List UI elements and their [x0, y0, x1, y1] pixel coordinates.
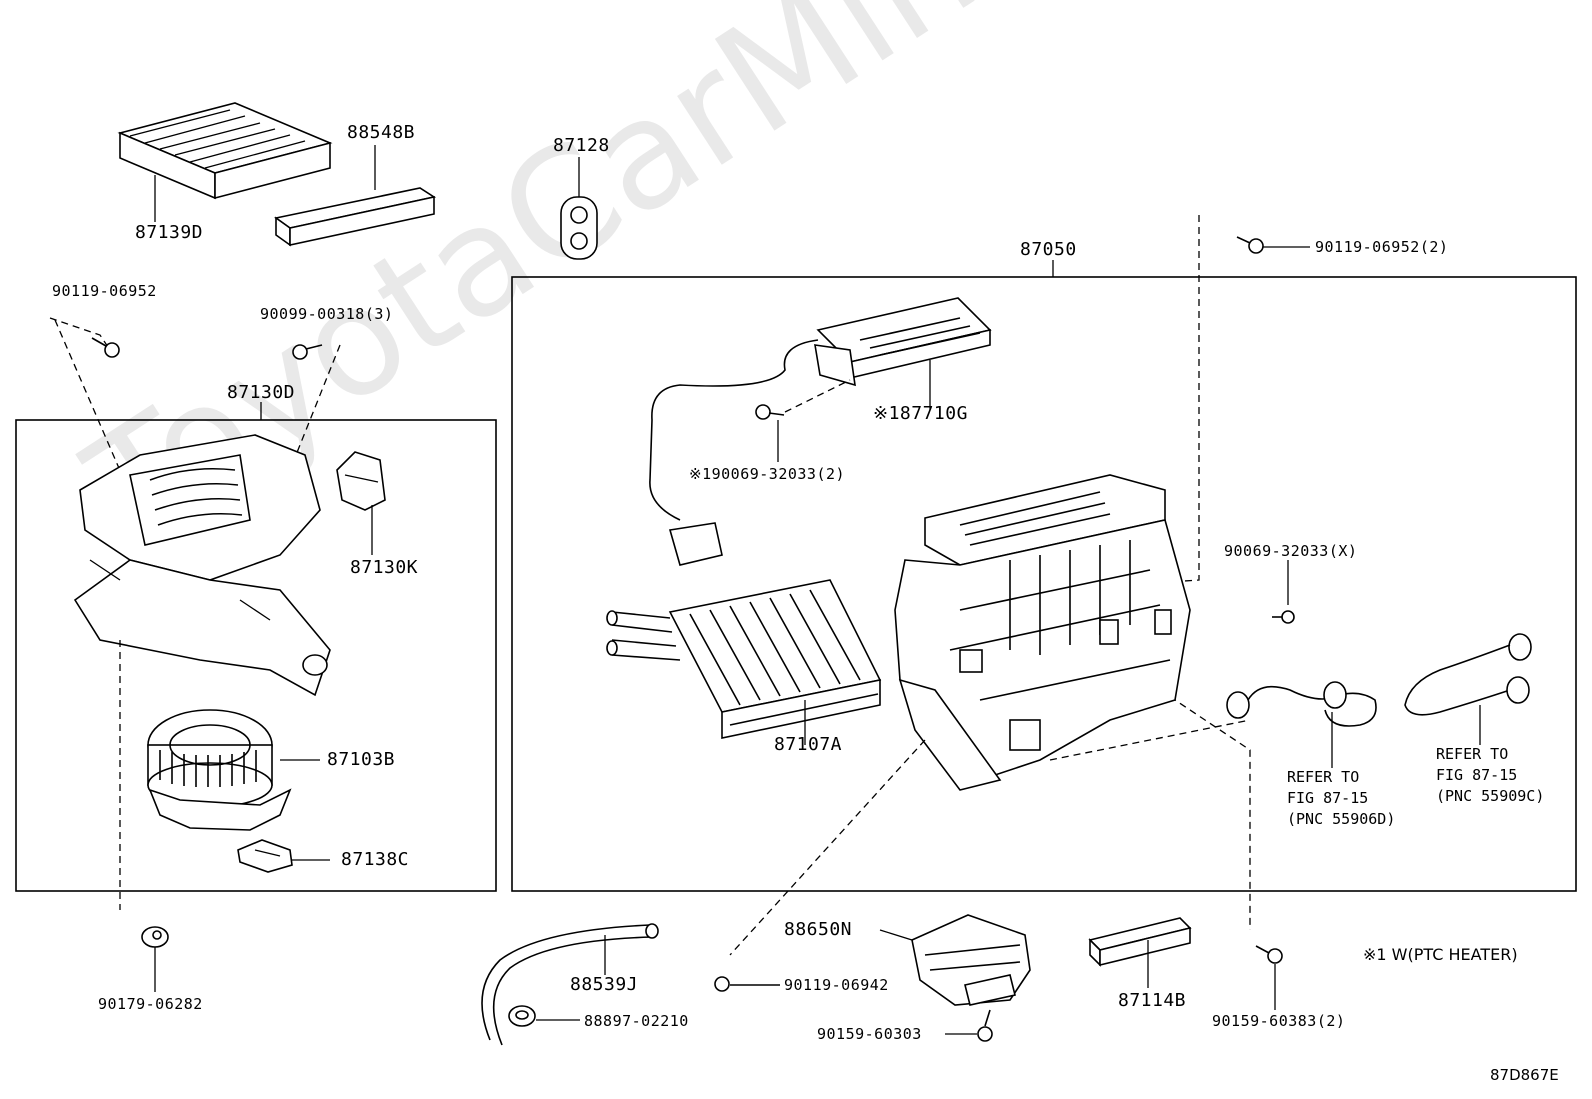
label-88548B: 88548B [347, 122, 416, 143]
label-88539J: 88539J [570, 974, 639, 995]
nut-90179-06282-drawing [141, 926, 169, 992]
resistor-87138C-drawing [237, 839, 330, 873]
screw-90069-32033-X-drawing [1272, 560, 1295, 624]
label-88650N: 88650N [784, 919, 853, 940]
footnote-ptc-heater: ※1 W(PTC HEATER) [1363, 945, 1518, 964]
screw-90119-06952-drawing [91, 337, 120, 358]
screw-90099-00318-drawing [292, 344, 323, 360]
screw-90069-32033-2-drawing [755, 404, 785, 462]
label-90099-00318: 90099-00318(3) [260, 305, 394, 323]
label-90179-06282: 90179-06282 [98, 995, 203, 1013]
filter-87139D-drawing [117, 102, 333, 222]
label-87130K: 87130K [350, 557, 419, 578]
label-90119-06952-2: 90119-06952(2) [1315, 238, 1449, 256]
label-87130D: 87130D [227, 382, 296, 403]
blower-assembly-box [15, 419, 497, 892]
actuator-87130K-drawing [336, 451, 386, 555]
heater-core-87107A-drawing [606, 579, 882, 745]
label-87128: 87128 [553, 135, 610, 156]
label-90119-06942: 90119-06942 [784, 976, 889, 994]
screw-90159-60383-drawing [1255, 945, 1283, 1010]
label-90069-32033-2: ※190069-32033(2) [689, 465, 846, 483]
label-88897-02210: 88897-02210 [584, 1012, 689, 1030]
heater-unit-box [511, 276, 1577, 892]
sensor-55909C-drawing [1404, 633, 1532, 745]
label-87710G: ※187710G [873, 403, 968, 424]
label-90159-60383: 90159-60383(2) [1212, 1012, 1346, 1030]
label-87107A: 87107A [774, 734, 843, 755]
blower-motor-87103B-drawing [147, 709, 320, 831]
grommet-88897-02210-drawing [508, 1005, 580, 1027]
label-87138C: 87138C [341, 849, 410, 870]
label-87050: 87050 [1020, 239, 1077, 260]
diagram-code: 87D867E [1490, 1066, 1559, 1084]
label-87139D: 87139D [135, 222, 204, 243]
heater-unit-87050-drawing [729, 474, 1191, 956]
hose-88539J-drawing [481, 923, 659, 1046]
label-87103B: 87103B [327, 749, 396, 770]
sensor-55906D-drawing [1226, 681, 1377, 768]
cover-88548B-drawing [274, 145, 437, 247]
ecu-88650N-drawing [879, 914, 1031, 1006]
blower-case-87130D-drawing [73, 434, 331, 910]
screw-90159-60303-drawing [945, 1009, 993, 1042]
label-90119-06952: 90119-06952 [52, 282, 157, 300]
duct-87114B-drawing [1088, 917, 1192, 988]
screw-90119-06952-2-drawing [1236, 236, 1310, 254]
grommet-87128-drawing [560, 157, 598, 260]
screw-90119-06942-drawing [714, 976, 780, 992]
ptc-heater-87710G-drawing [649, 297, 992, 566]
label-90069-32033-X: 90069-32033(X) [1224, 542, 1358, 560]
label-87114B: 87114B [1118, 990, 1187, 1011]
label-90159-60303: 90159-60303 [817, 1025, 922, 1043]
